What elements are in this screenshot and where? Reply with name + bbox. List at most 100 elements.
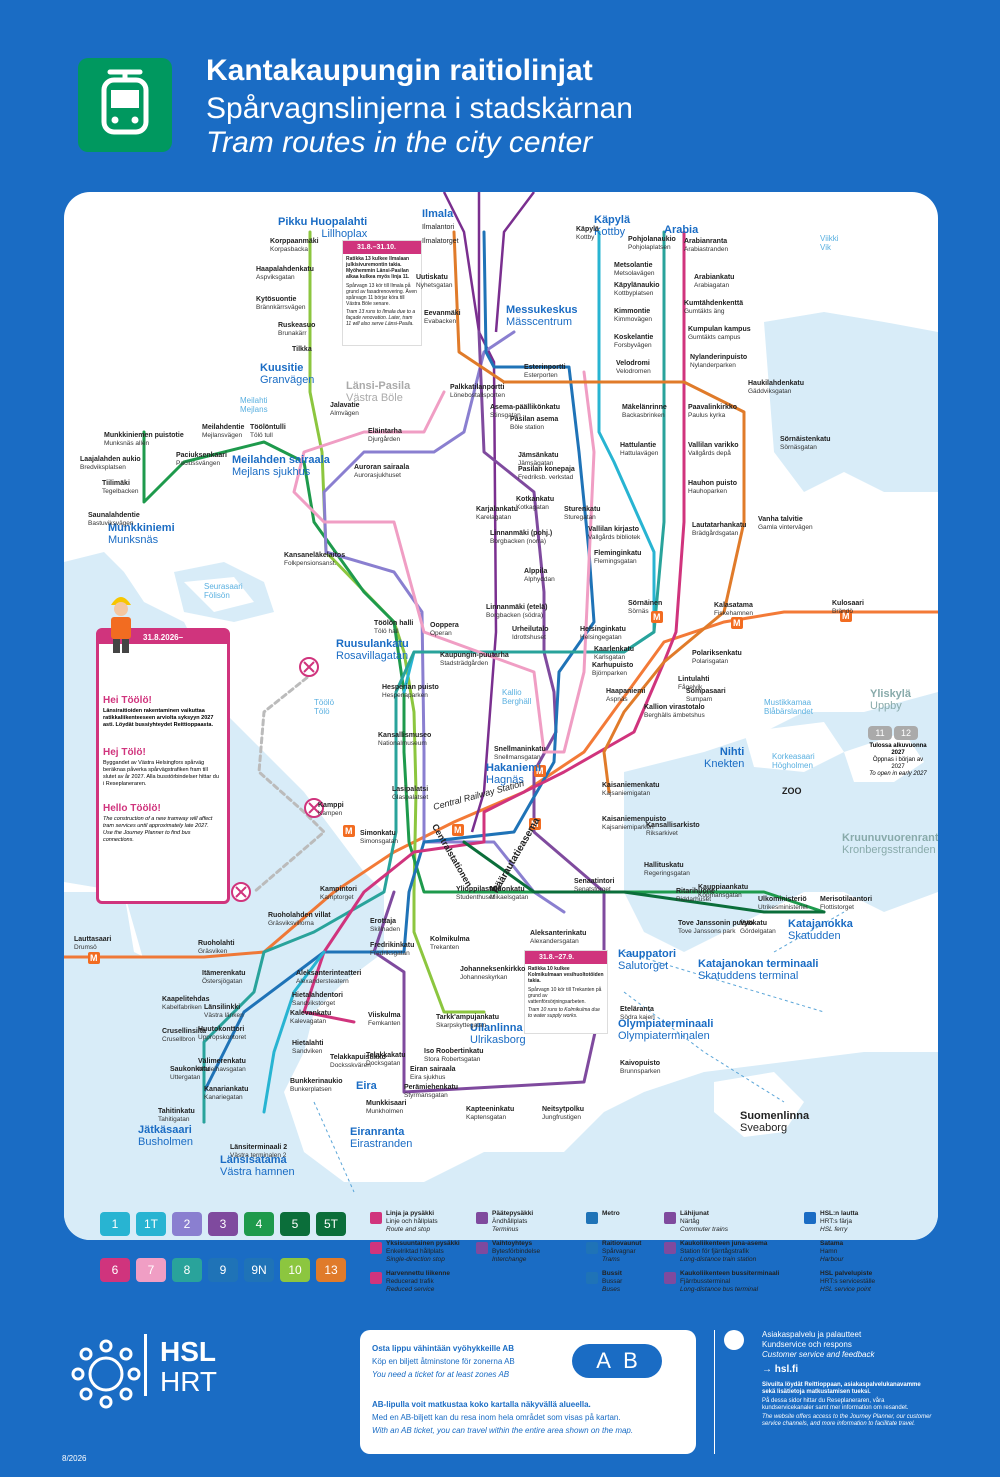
line-8 <box>202 230 666 1124</box>
date-code: 8/2026 <box>62 1454 87 1463</box>
brand-hrt: HRT <box>160 1366 218 1397</box>
website-link[interactable]: → hsl.fi <box>762 1364 799 1375</box>
legend-badge-9: 9 <box>208 1258 238 1282</box>
footer-divider <box>714 1330 715 1454</box>
legend-icon-2 <box>370 1272 382 1284</box>
line-9 <box>202 230 596 1124</box>
tram-icon <box>101 69 149 135</box>
svg-text:M: M <box>653 612 661 622</box>
future-line-12: 12 <box>894 726 918 740</box>
legend-icon-13 <box>804 1272 816 1284</box>
hsl-divider <box>144 1334 147 1396</box>
notice-toolo-head-en: Hello Töölö! <box>103 803 161 814</box>
stop-4: Tilkka <box>292 346 312 353</box>
map-graphics: M M M M M M M M <box>64 192 938 1240</box>
site-sv: På dessa sidor hittar du Reseplaneraren,… <box>762 1398 909 1411</box>
legend-badge-10: 10 <box>280 1258 310 1282</box>
ticket-en: You need a ticket for at least zones AB <box>372 1370 510 1379</box>
legend-icon-3 <box>476 1212 488 1224</box>
closure-markers <box>231 657 324 902</box>
ticket2-en: With an AB ticket, you can travel within… <box>372 1426 634 1435</box>
legend-icon-9 <box>664 1242 676 1254</box>
district-eira: Eira <box>356 1080 377 1092</box>
notice-pasila: 31.8.–31.10. Ratikka 13 kulkee Ilmalaan … <box>342 240 422 346</box>
notice-ullanlinna-fi: Ratikka 10 kulkee Kolmikulmaan vesihuolt… <box>528 966 604 984</box>
future-line-11: 11 <box>868 726 892 740</box>
line-7 <box>292 370 596 754</box>
notice-future: 11 12 Tulossa alkuvuonna 2027 Öppnas i b… <box>868 726 928 802</box>
notice-future-fi: Tulossa alkuvuonna 2027 <box>869 743 927 756</box>
stop-88: Linnanmäki (pohj.)Borgbacken (norra) <box>490 530 553 545</box>
notice-toolo-fi: Länsiraitioiden rakentaminen vaikuttaa r… <box>103 708 214 728</box>
ticket2-fi: AB-lipulla voit matkustaa koko kartalla … <box>372 1400 591 1409</box>
svg-text:M: M <box>531 819 539 829</box>
legend-badge-4: 4 <box>244 1212 274 1236</box>
notice-toolo-head-fi: Hei Töölö! <box>103 695 152 706</box>
zoo-label: ZOO <box>782 786 802 796</box>
legend-icon-7 <box>586 1272 598 1284</box>
legend-badge-2: 2 <box>172 1212 202 1236</box>
notice-pasila-en: Tram 13 runs to Ilmala due to a façade r… <box>346 309 416 327</box>
construction-worker-icon <box>105 591 137 653</box>
notice-pasila-fi: Ratikka 13 kulkee Ilmalaan julkisivuremo… <box>346 256 410 280</box>
line-1T <box>262 950 326 1114</box>
